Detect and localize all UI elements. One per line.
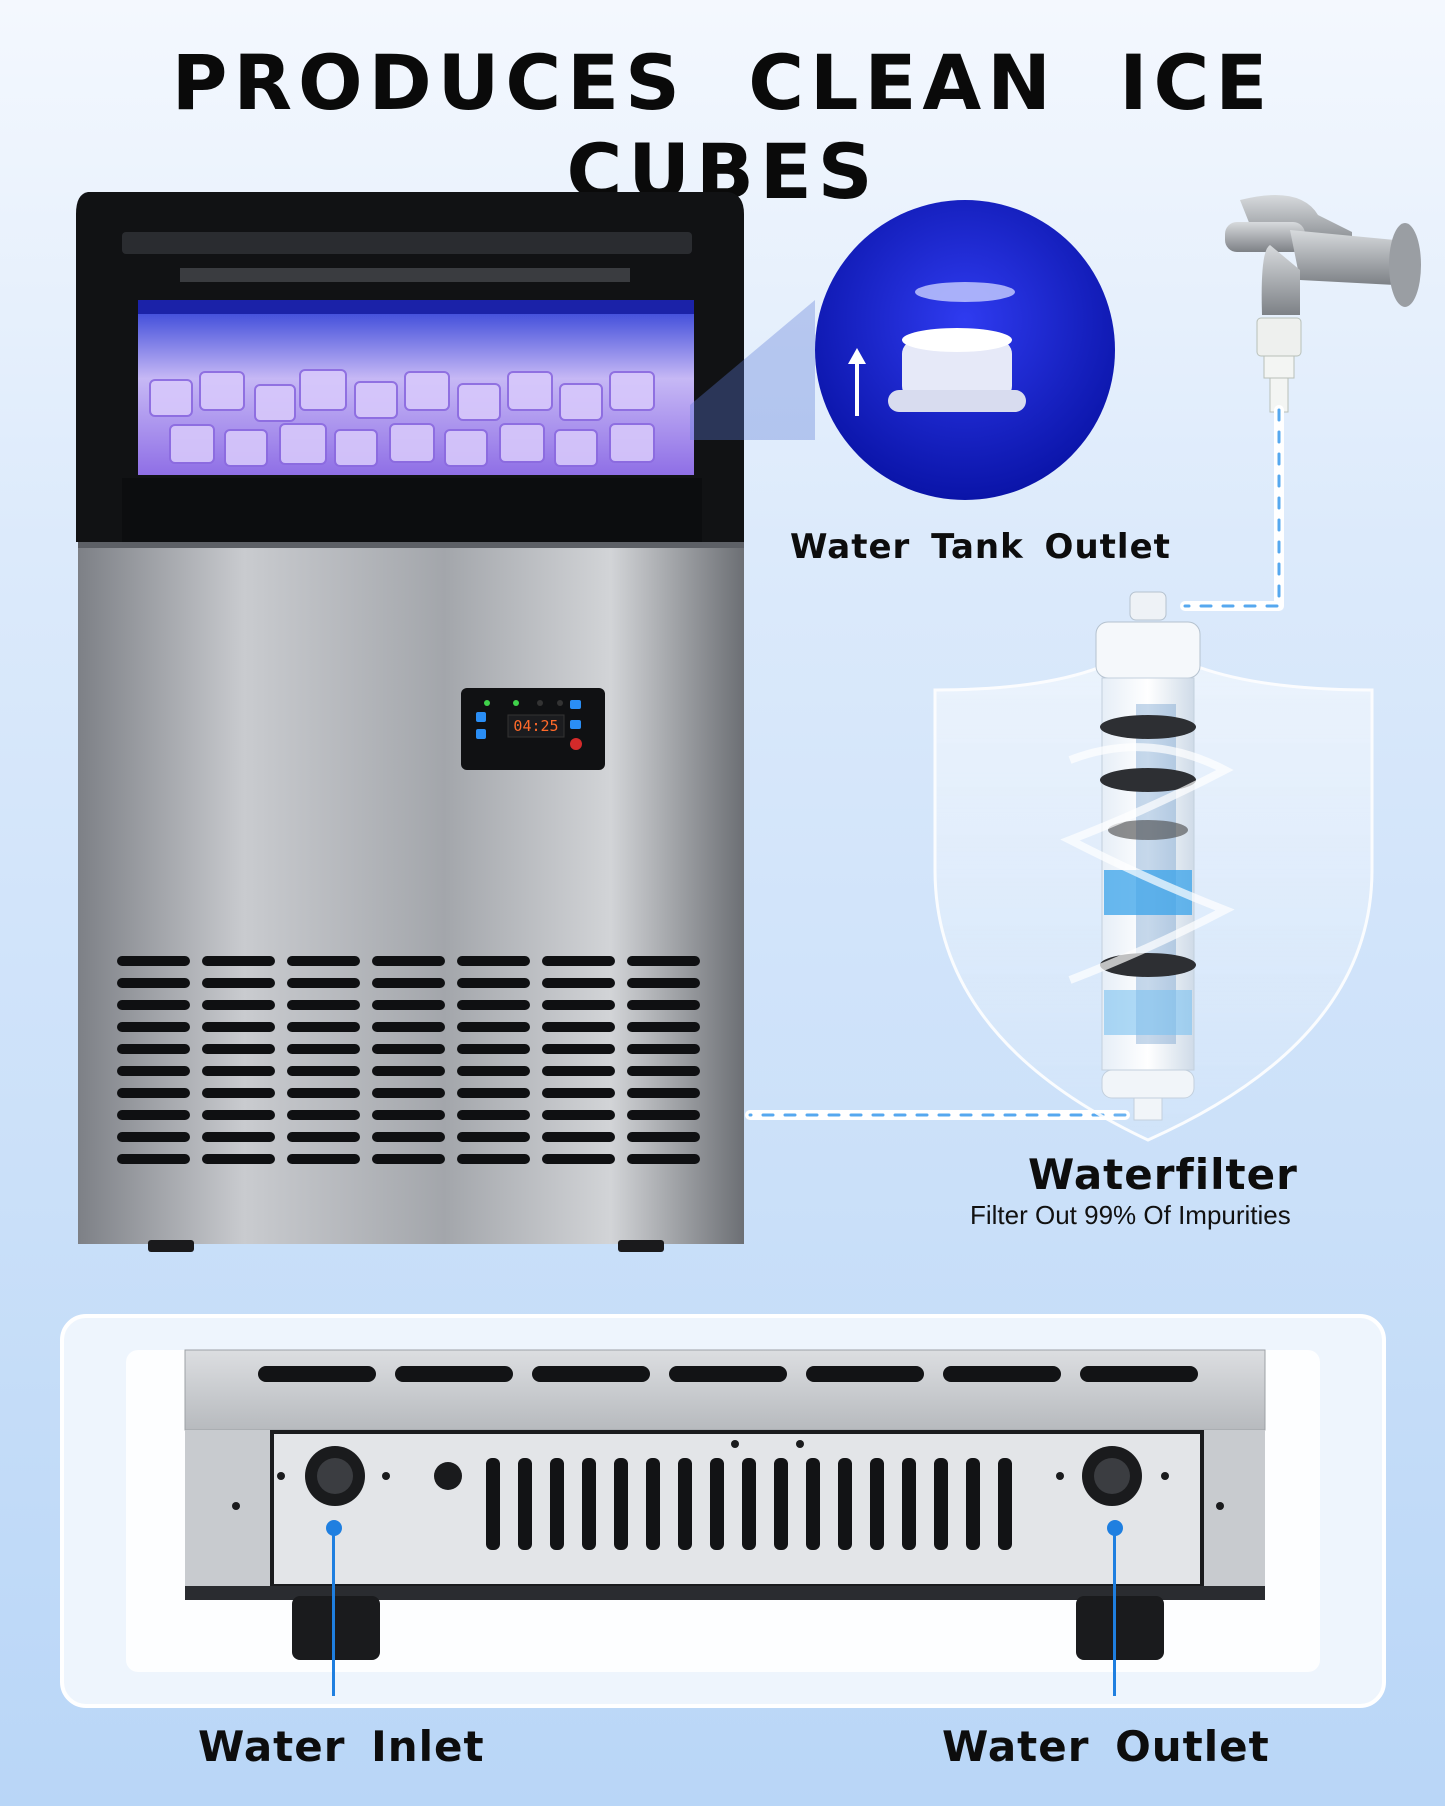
tank-outlet-label: Water Tank Outlet bbox=[790, 527, 1171, 567]
display-time: 04:25 bbox=[513, 717, 559, 735]
up-arrow-icon[interactable] bbox=[476, 712, 486, 722]
down-arrow-icon[interactable] bbox=[476, 729, 486, 739]
headline: PRODUCES CLEAN ICE CUBES bbox=[171, 38, 1274, 216]
water-inlet-label: Water Inlet bbox=[198, 1722, 485, 1771]
filter-title: Waterfilter bbox=[1028, 1150, 1298, 1199]
water-outlet-label: Water Outlet bbox=[942, 1722, 1270, 1771]
water-filter bbox=[1060, 591, 1235, 1121]
ice-machine bbox=[76, 192, 744, 1252]
faucet-icon bbox=[1225, 195, 1421, 413]
filter-subtitle: Filter Out 99% Of Impurities bbox=[970, 1200, 1291, 1230]
ice-bin-window bbox=[138, 300, 694, 475]
rear-view-panel bbox=[60, 1314, 1386, 1708]
power-icon[interactable] bbox=[570, 738, 582, 750]
tank-outlet-closeup bbox=[815, 200, 1115, 500]
up-arrow-icon bbox=[848, 348, 866, 416]
water-tube bbox=[745, 405, 1284, 1120]
control-panel bbox=[461, 688, 605, 770]
front-vents bbox=[117, 956, 700, 1164]
